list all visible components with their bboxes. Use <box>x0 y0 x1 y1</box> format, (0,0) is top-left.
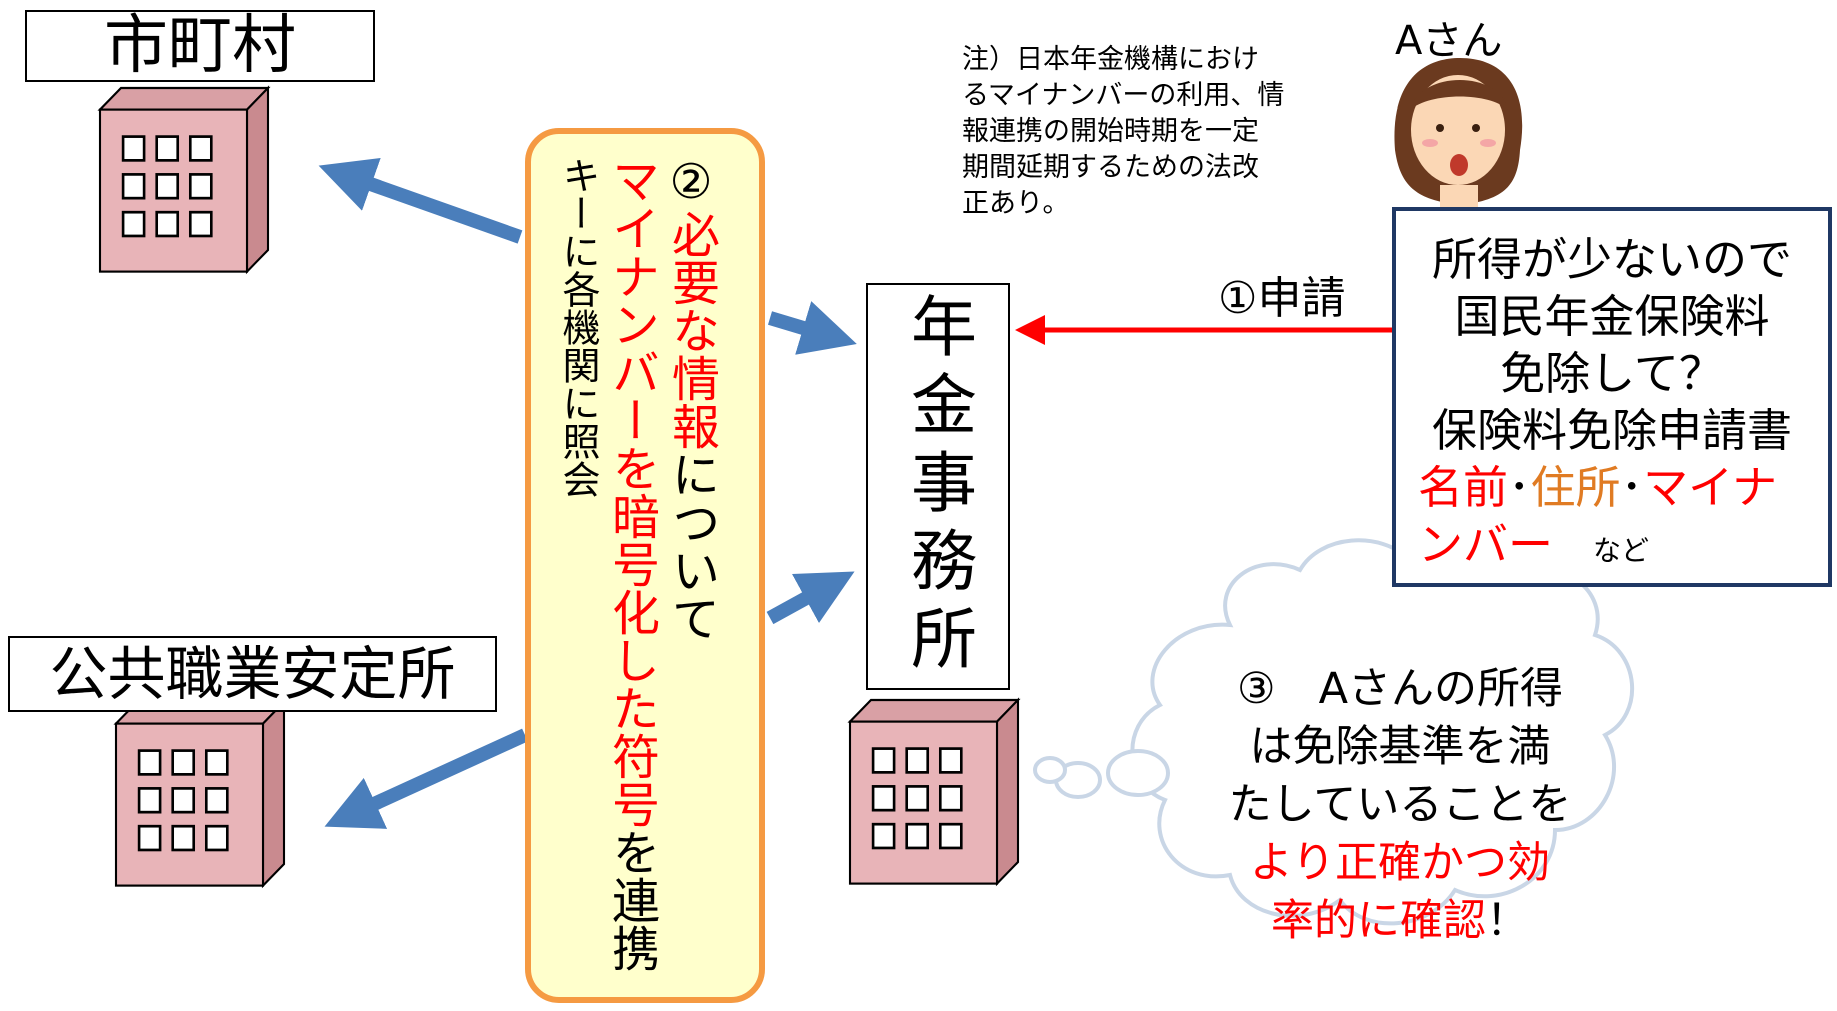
thought-line3: たしていることを <box>1228 780 1572 830</box>
speech-dot1: ･ <box>1508 461 1531 514</box>
speech-line6: ンバー など <box>1396 516 1828 579</box>
speech-line1: 所得が少ないので <box>1431 233 1792 286</box>
thought-line5-end: ！ <box>1486 896 1529 946</box>
thought-text: ③ Aさんの所得 は免除基準を満 たしていることを より正確かつ効 率的に確認！ <box>1215 660 1585 950</box>
speech-address: 住所 <box>1530 461 1621 514</box>
nenkin-office-text: 年金事務所 <box>900 291 977 682</box>
note-line: 期間延期するための法改 <box>962 152 1259 183</box>
center-col1-num: ② <box>663 154 719 210</box>
center-col1: ②必要な情報について <box>663 154 719 642</box>
speech-line2: 国民年金保険料 <box>1454 290 1770 343</box>
legal-note: 注）日本年金機構におけ るマイナンバーの利用、情 報連携の開始時期を一定 期間延… <box>962 42 1342 222</box>
speech-dot2: ･ <box>1620 461 1644 514</box>
building-nenkin <box>848 698 1020 885</box>
thought-line4: より正確かつ効 <box>1249 838 1551 888</box>
speech-mynum-b: ンバー <box>1418 518 1554 571</box>
arrow-to-shichoson <box>318 157 523 244</box>
center-col3: キーに各機関に照会 <box>556 156 600 498</box>
thought-line5: 率的に確認 <box>1271 896 1486 946</box>
speech-line5: 名前･住所･マイナ <box>1396 459 1828 516</box>
speech-line4: 保険料免除申請書 <box>1431 404 1792 457</box>
speech-name: 名前 <box>1418 461 1509 514</box>
thought-line2: は免除基準を満 <box>1249 722 1551 772</box>
thought-cloud <box>1033 538 1635 926</box>
person-avatar <box>1394 58 1523 232</box>
center-col2-black: を連携 <box>603 828 659 972</box>
arrow-to-nenkin-upper <box>767 301 857 355</box>
arrow-to-nenkin-lower <box>766 571 855 625</box>
center-col2-red: マイナンバーを暗号化した符号 <box>603 156 659 828</box>
note-line: 報連携の開始時期を一定 <box>962 116 1259 147</box>
thought-line5-wrap: 率的に確認！ <box>1215 892 1585 950</box>
thought-line1: ③ Aさんの所得 <box>1237 664 1563 714</box>
building-shichoson <box>98 86 270 273</box>
arrow-to-hellowork <box>324 728 528 829</box>
speech-box: 所得が少ないので 国民年金保険料 免除して？ 保険料免除申請書 名前･住所･マイ… <box>1392 207 1832 587</box>
speech-mynum-a: マイナ <box>1643 461 1778 514</box>
label-person: Aさん <box>1395 18 1503 64</box>
label-apply: ①申請 <box>1218 273 1346 324</box>
label-nenkin-office: 年金事務所 <box>866 283 1010 690</box>
building-hellowork <box>114 700 286 887</box>
label-shichoson: 市町村 <box>25 10 375 82</box>
label-hellowork: 公共職業安定所 <box>8 636 497 712</box>
center-info-box: ②必要な情報について マイナンバーを暗号化した符号を連携 キーに各機関に照会 <box>525 128 765 1003</box>
note-line: るマイナンバーの利用、情 <box>962 80 1285 111</box>
center-col2: マイナンバーを暗号化した符号を連携 <box>603 156 659 972</box>
note-line: 正あり。 <box>962 188 1070 219</box>
center-col1-black: について <box>663 450 719 642</box>
speech-line3: 免除して？ <box>1500 347 1724 400</box>
speech-etc: など <box>1593 534 1650 567</box>
note-line: 注）日本年金機構におけ <box>962 44 1259 75</box>
center-col1-red: 必要な情報 <box>663 210 719 450</box>
